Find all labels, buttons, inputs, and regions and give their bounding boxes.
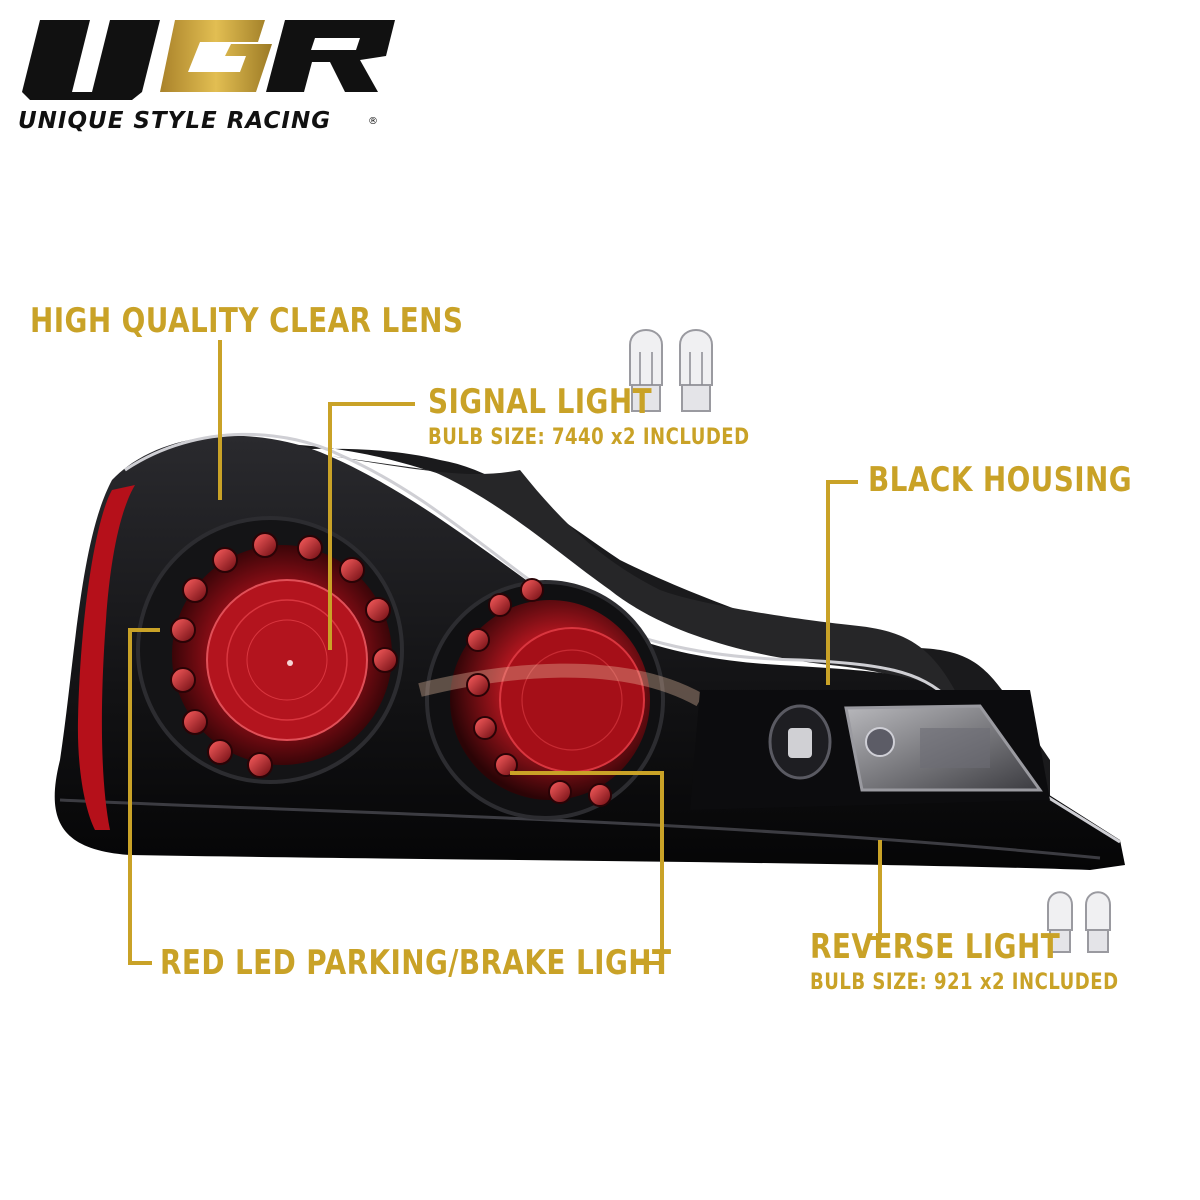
leader-brake-right (510, 771, 664, 965)
bulb-921-icon (1047, 891, 1111, 953)
callout-signal-title: SIGNAL LIGHT (428, 382, 653, 422)
leader-signal (328, 402, 415, 650)
callout-signal-sub: BULB SIZE: 7440 x2 INCLUDED (428, 425, 750, 450)
reverse-light-section (690, 690, 1050, 810)
signal-light-lamp (136, 516, 404, 784)
callout-reverse-sub: BULB SIZE: 921 x2 INCLUDED (810, 970, 1119, 995)
callout-reverse-title: REVERSE LIGHT (810, 927, 1061, 967)
housing-flange (330, 456, 1050, 830)
leader-lines (128, 340, 882, 965)
usr-logo (22, 20, 395, 100)
callout-brake: RED LED PARKING/BRAKE LIGHT (160, 943, 672, 983)
leader-housing (826, 480, 858, 685)
side-marker-red (77, 485, 135, 830)
bulb-7440-icon (629, 329, 713, 412)
leader-reverse (870, 840, 882, 940)
brake-led-ring (466, 578, 612, 807)
callout-clear-lens: HIGH QUALITY CLEAR LENS (30, 301, 464, 341)
lower-trim (59, 798, 1101, 860)
logo-tagline: UNIQUE STYLE RACING (18, 108, 332, 134)
signal-led-ring (170, 532, 398, 778)
callout-housing: BLACK HOUSING (868, 460, 1133, 500)
leader-brake-left (128, 628, 160, 965)
registered-mark: ® (368, 116, 378, 127)
